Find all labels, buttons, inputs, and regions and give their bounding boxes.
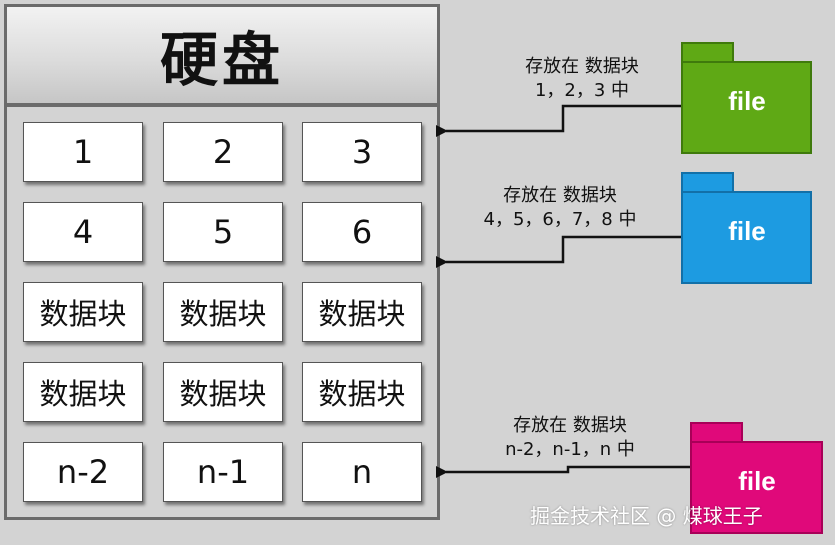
file-folder-blue: file <box>681 172 813 284</box>
caption-line: 4，5，6，7，8 中 <box>483 209 637 230</box>
arrow-file-2 <box>436 235 682 268</box>
data-block-2: 2 <box>163 122 283 182</box>
caption-line: n-2，n-1，n 中 <box>505 439 635 460</box>
disk-title: 硬盘 <box>159 26 284 94</box>
data-block-n-1: n-1 <box>163 442 283 502</box>
file-3-caption: 存放在 数据块 n-2，n-1，n 中 <box>490 414 650 462</box>
data-block-generic: 数据块 <box>302 362 422 422</box>
data-block-generic: 数据块 <box>163 362 283 422</box>
data-block-n-2: n-2 <box>23 442 143 502</box>
data-block-n: n <box>302 442 422 502</box>
data-block-4: 4 <box>23 202 143 262</box>
caption-line: 存放在 数据块 <box>525 56 639 77</box>
folder-icon <box>681 172 812 284</box>
folder-icon <box>690 422 823 534</box>
data-block-5: 5 <box>163 202 283 262</box>
folder-icon <box>681 42 812 154</box>
file-folder-green: file <box>681 42 813 154</box>
data-block-generic: 数据块 <box>23 362 143 422</box>
arrow-file-3 <box>436 465 690 478</box>
file-1-caption: 存放在 数据块 1，2，3 中 <box>502 55 662 103</box>
data-block-generic: 数据块 <box>302 282 422 342</box>
data-block-6: 6 <box>302 202 422 262</box>
caption-line: 存放在 数据块 <box>513 415 627 436</box>
data-block-3: 3 <box>302 122 422 182</box>
arrow-file-1 <box>436 104 682 137</box>
caption-line: 1，2，3 中 <box>534 80 630 101</box>
folder-label: file <box>728 216 766 246</box>
caption-line: 存放在 数据块 <box>503 185 617 206</box>
file-folder-pink: file <box>690 422 824 534</box>
data-block-generic: 数据块 <box>163 282 283 342</box>
watermark: 掘金技术社区 @ 煤球王子 <box>530 504 763 528</box>
folder-label: file <box>738 466 776 496</box>
file-2-caption: 存放在 数据块 4，5，6，7，8 中 <box>470 184 650 232</box>
disk-container: 硬盘 <box>4 4 440 520</box>
data-block-1: 1 <box>23 122 143 182</box>
disk-header: 硬盘 <box>7 7 437 107</box>
data-block-generic: 数据块 <box>23 282 143 342</box>
folder-label: file <box>728 86 766 116</box>
